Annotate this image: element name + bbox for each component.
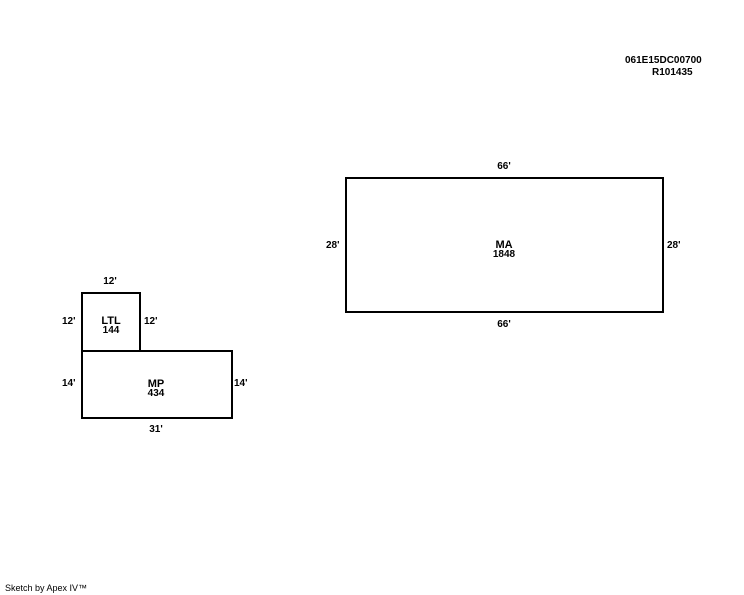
ma-sqft: 1848 — [492, 249, 516, 260]
ltl-right-dimension: 12' — [144, 316, 158, 327]
ma-right-dimension: 28' — [667, 240, 681, 251]
ma-code: MA — [495, 239, 513, 251]
mp-left-dimension: 14' — [62, 378, 76, 389]
account-number: R101435 — [652, 67, 693, 78]
area-ma-outline — [345, 177, 664, 313]
mp-bottom-dimension: 31' — [149, 424, 163, 435]
ltl-top-dimension: 12' — [103, 276, 117, 287]
ltl-sqft: 144 — [102, 325, 120, 336]
footer-credit: Sketch by Apex IV™ — [5, 583, 88, 593]
area-ltl-label: LTL 144 — [101, 316, 120, 336]
parcel-id: 061E15DC00700 — [625, 55, 702, 66]
mp-sqft: 434 — [147, 388, 165, 399]
area-mp-label: MP 434 — [148, 379, 165, 399]
ltl-code: LTL — [101, 315, 121, 327]
ma-left-dimension: 28' — [326, 240, 340, 251]
area-ma-label: MA 1848 — [493, 240, 515, 260]
mp-code: MP — [147, 378, 165, 390]
ma-top-dimension: 66' — [497, 161, 511, 172]
area-mp-outline — [81, 350, 233, 419]
mp-right-dimension: 14' — [234, 378, 248, 389]
ma-bottom-dimension: 66' — [497, 319, 511, 330]
ltl-left-dimension: 12' — [62, 316, 76, 327]
